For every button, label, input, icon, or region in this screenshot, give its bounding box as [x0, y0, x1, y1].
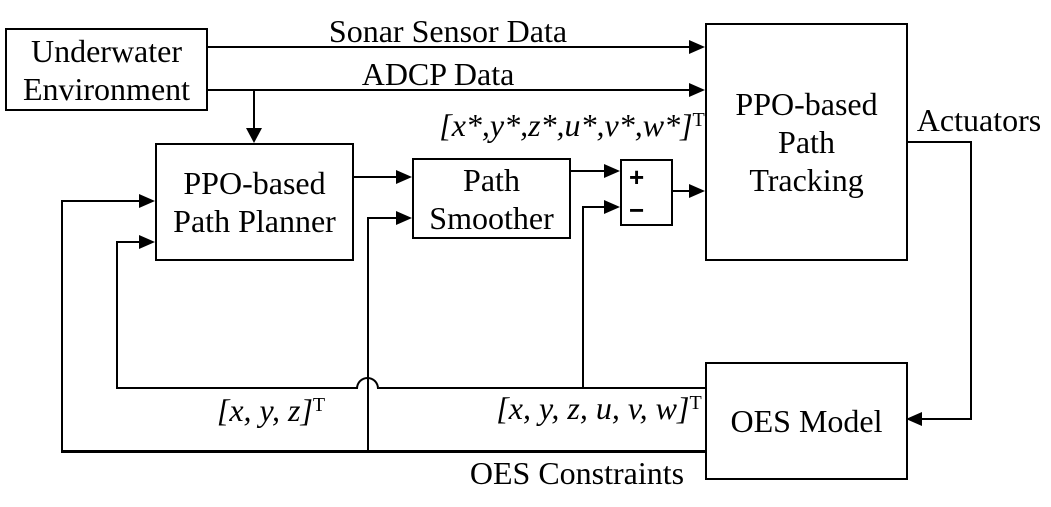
- underwater-environment-block: Underwater Environment: [5, 28, 208, 111]
- underwater-environment-label: Underwater Environment: [23, 32, 190, 108]
- connector-sonar-line: [206, 46, 690, 48]
- state-feedback-superscript: T: [689, 392, 702, 414]
- smoother-input2-arrowhead: [396, 211, 412, 225]
- path-smoother-label: Path Smoother: [429, 161, 553, 237]
- sum-minus-arrowhead: [604, 200, 620, 214]
- adcp-arrowhead: [689, 83, 705, 97]
- connector-actuators-horizontal-bottom: [922, 418, 972, 420]
- underwater-environment-line2: Environment: [22, 70, 191, 107]
- connector-actuators-horizontal-top: [906, 141, 972, 143]
- reference-vector-base: [x*,y*,z*,u*,v*,w*]: [439, 107, 693, 143]
- state-feedback-label: [x, y, z, u, v, w]T: [496, 390, 701, 426]
- oes-model-label: OES Model: [731, 402, 883, 440]
- reference-vector-superscript: T: [692, 109, 705, 131]
- path-tracking-block: PPO-based Path Tracking: [705, 23, 908, 261]
- connector-constraints-vertical: [61, 200, 63, 453]
- underwater-environment-line1: Underwater: [30, 32, 182, 69]
- oes-model-line1: OES Model: [730, 403, 883, 439]
- adcp-data-label: ADCP Data: [361, 56, 515, 92]
- path-smoother-block: Path Smoother: [412, 158, 571, 239]
- path-tracking-line3: Tracking: [749, 162, 864, 198]
- connector-environment-to-planner: [253, 89, 255, 130]
- connector-constraints-to-smoother-vertical: [367, 217, 369, 452]
- tracking-input-arrowhead: [689, 184, 705, 198]
- oes-constraints-label: OES Constraints: [469, 455, 685, 491]
- connector-constraints-to-smoother-elbow: [367, 217, 396, 219]
- position-feedback-superscript: T: [312, 394, 326, 416]
- oes-model-block: OES Model: [705, 362, 908, 480]
- oes-model-input-arrowhead: [906, 412, 922, 426]
- path-planner-line1: PPO-based: [183, 165, 326, 201]
- planner-input1-arrowhead: [139, 194, 155, 208]
- planner-input2-arrowhead: [139, 235, 155, 249]
- connector-adcp-line: [206, 89, 690, 91]
- reference-vector-label: [x*,y*,z*,u*,v*,w*]T: [439, 107, 705, 143]
- sum-plus-arrowhead: [604, 164, 620, 178]
- path-smoother-line2: Smoother: [429, 199, 554, 236]
- connector-state-feedback-left: [116, 387, 357, 389]
- path-tracking-line1: PPO-based: [735, 86, 878, 122]
- connector-position-elbow: [116, 241, 139, 243]
- connector-state-to-sum-vertical: [582, 206, 584, 389]
- connector-oes-constraints-line: [61, 450, 706, 453]
- path-tracking-line2: Path: [778, 124, 835, 160]
- position-feedback-base: [x, y, z]: [216, 392, 313, 428]
- connector-state-to-sum-elbow: [582, 206, 604, 208]
- sonar-sensor-data-label: Sonar Sensor Data: [328, 13, 568, 49]
- path-planner-label: PPO-based Path Planner: [173, 164, 336, 240]
- connector-smoother-to-sum: [569, 170, 604, 172]
- path-smoother-line1: Path: [463, 161, 520, 198]
- position-feedback-label: [x, y, z]T: [217, 392, 325, 428]
- summing-junction-block: + −: [620, 159, 673, 226]
- sonar-arrowhead: [689, 40, 705, 54]
- state-feedback-base: [x, y, z, u, v, w]: [496, 390, 690, 426]
- summing-plus-sign: +: [629, 162, 645, 192]
- smoother-input1-arrowhead: [396, 170, 412, 184]
- connector-sum-to-tracking: [672, 190, 689, 192]
- connector-actuators-vertical: [970, 141, 972, 420]
- connector-position-vertical: [116, 241, 118, 389]
- planner-top-arrowhead: [246, 128, 262, 143]
- path-planner-line2: Path Planner: [173, 203, 336, 239]
- connector-planner-to-smoother: [352, 176, 396, 178]
- connector-constraints-elbow: [61, 200, 139, 202]
- summing-minus-sign: −: [629, 195, 645, 225]
- line-hop: [356, 377, 379, 389]
- connector-state-feedback-right: [379, 387, 706, 389]
- path-planner-block: PPO-based Path Planner: [155, 143, 354, 261]
- path-tracking-label: PPO-based Path Tracking: [735, 85, 877, 199]
- actuators-label: Actuators: [916, 102, 1042, 138]
